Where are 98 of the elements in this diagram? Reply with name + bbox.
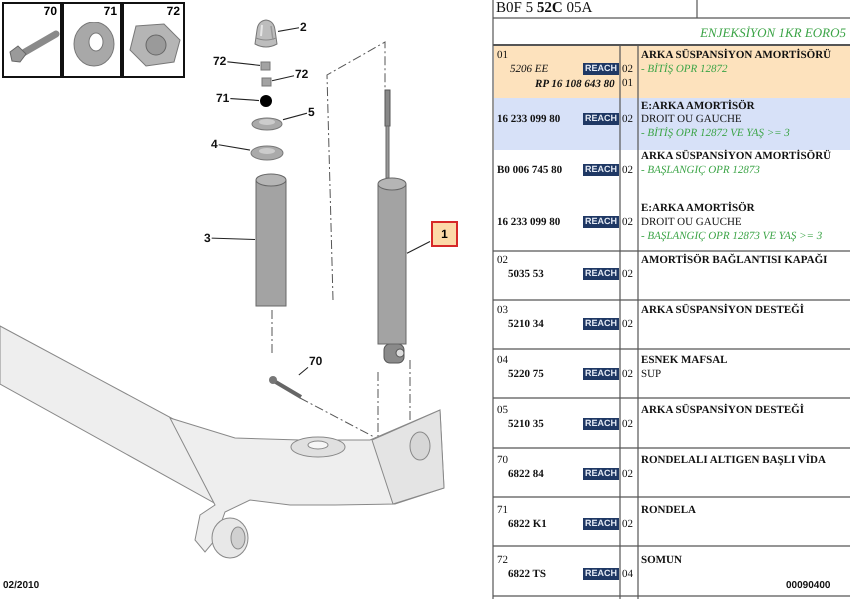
part-description-detail: DROIT OU GAUCHE xyxy=(641,216,742,228)
item-number: 04 xyxy=(497,354,508,366)
part-number: RP 16 108 643 80 xyxy=(535,78,615,90)
part-description: ARKA SÜSPANSİYON DESTEĞİ xyxy=(641,304,804,316)
part-number: 6822 K1 xyxy=(508,518,547,530)
part-description: RONDELA xyxy=(641,504,696,516)
cylinder-part-drawing xyxy=(378,178,406,344)
leader-line xyxy=(406,240,430,254)
compliance-tag: REACH xyxy=(583,268,620,280)
part-ball xyxy=(260,95,272,107)
part-description-detail: SUP xyxy=(641,368,662,380)
cylinder-part-drawing xyxy=(256,174,286,306)
quantity: 01 xyxy=(622,77,633,89)
cap-drawing xyxy=(254,20,278,48)
inset-panel xyxy=(2,2,62,78)
part-number: 5220 75 xyxy=(508,368,544,380)
part-description: AMORTİSÖR BAĞLANTISI KAPAĞI xyxy=(641,254,828,266)
part-block xyxy=(260,62,270,70)
part-number: 5035 53 xyxy=(508,268,544,280)
part-description: ARKA SÜSPANSİYON AMORTİSÖRÜ xyxy=(641,150,832,162)
part-description: ARKA SÜSPANSİYON DESTEĞİ xyxy=(641,404,804,416)
callout-number: 2 xyxy=(300,21,307,33)
part-number: B0 006 745 80 xyxy=(497,164,562,176)
callout-number: 72 xyxy=(213,55,226,67)
part-number: 5206 EE xyxy=(510,63,548,75)
inset-panel xyxy=(122,2,185,78)
callout-number: 1 xyxy=(431,221,458,247)
part-number: 16 233 099 80 xyxy=(497,216,560,228)
leader-line xyxy=(230,98,260,102)
compliance-tag: REACH xyxy=(583,368,620,380)
item-number: 71 xyxy=(497,504,508,516)
compliance-tag: REACH xyxy=(583,63,620,75)
engine-variant-heading: ENJEKSİYON 1KR EORO5 xyxy=(699,25,846,41)
item-number: 72 xyxy=(497,554,508,566)
part-number: 5210 35 xyxy=(508,418,544,430)
part-description: E:ARKA AMORTİSÖR xyxy=(641,100,755,112)
callout-number: 71 xyxy=(104,5,117,17)
leader-line xyxy=(218,144,250,151)
compliance-tag: REACH xyxy=(583,216,620,228)
leader-line xyxy=(278,27,300,32)
item-number: 05 xyxy=(497,404,508,416)
catalog-code: B0F 5 52C 05A xyxy=(496,0,592,17)
compliance-tag: REACH xyxy=(583,568,620,580)
callout-number: 3 xyxy=(204,232,211,244)
item-number: 01 xyxy=(497,49,508,61)
callout-number: 70 xyxy=(44,5,57,17)
part-description: E:ARKA AMORTİSÖR xyxy=(641,202,755,214)
quantity: 02 xyxy=(622,164,633,176)
item-number: 03 xyxy=(497,304,508,316)
compliance-tag: REACH xyxy=(583,113,620,125)
mount-washer-drawing xyxy=(252,118,282,130)
callout-number: 72 xyxy=(166,5,180,17)
quantity: 02 xyxy=(622,113,633,125)
quantity: 02 xyxy=(622,63,633,75)
callout-number: 71 xyxy=(216,92,230,104)
callout-number: 5 xyxy=(308,106,315,118)
part-description: RONDELALI ALTIGEN BAŞLI VİDA xyxy=(641,454,826,466)
part-number: 5210 34 xyxy=(508,318,544,330)
validity-note: - BAŞLANGIÇ OPR 12873 VE YAŞ >= 3 xyxy=(641,230,822,242)
callout-number: 72 xyxy=(295,68,308,80)
part-description: ESNEK MAFSAL xyxy=(641,354,728,366)
compliance-tag: REACH xyxy=(583,164,620,176)
validity-note: - BAŞLANGIÇ OPR 12873 xyxy=(641,164,760,176)
bolt-drawing xyxy=(269,376,302,399)
quantity: 04 xyxy=(622,568,633,580)
quantity: 02 xyxy=(622,216,633,228)
quantity: 02 xyxy=(622,268,633,280)
leader-line xyxy=(272,75,294,82)
quantity: 02 xyxy=(622,468,633,480)
mount-washer-drawing xyxy=(250,146,284,160)
item-number: 70 xyxy=(497,454,508,466)
footer-code: 02/2010 xyxy=(3,580,40,591)
footer-code: 00090400 xyxy=(786,580,830,591)
part-description: ARKA SÜSPANSİYON AMORTİSÖRÜ xyxy=(641,49,832,61)
callout-number: 70 xyxy=(309,355,322,367)
quantity: 02 xyxy=(622,368,633,380)
part-number: 6822 TS xyxy=(508,568,546,580)
compliance-tag: REACH xyxy=(583,518,620,530)
item-number: 02 xyxy=(497,254,508,266)
compliance-tag: REACH xyxy=(583,468,620,480)
quantity: 02 xyxy=(622,318,633,330)
compliance-tag: REACH xyxy=(583,418,620,430)
leader-line xyxy=(298,366,308,376)
validity-note: - BİTİŞ OPR 12872 xyxy=(641,63,728,75)
leader-line xyxy=(227,61,260,66)
quantity: 02 xyxy=(622,518,633,530)
part-number: 16 233 099 80 xyxy=(497,113,560,125)
callout-number: 4 xyxy=(211,138,218,150)
leader-line xyxy=(282,112,308,120)
compliance-tag: REACH xyxy=(583,318,620,330)
validity-note: - BİTİŞ OPR 12872 VE YAŞ >= 3 xyxy=(641,127,790,139)
leader-line xyxy=(212,238,256,240)
quantity: 02 xyxy=(622,418,633,430)
part-description: SOMUN xyxy=(641,554,682,566)
part-block xyxy=(262,78,272,86)
part-number: 6822 84 xyxy=(508,468,544,480)
part-description-detail: DROIT OU GAUCHE xyxy=(641,113,742,125)
inset-panel xyxy=(62,2,122,78)
